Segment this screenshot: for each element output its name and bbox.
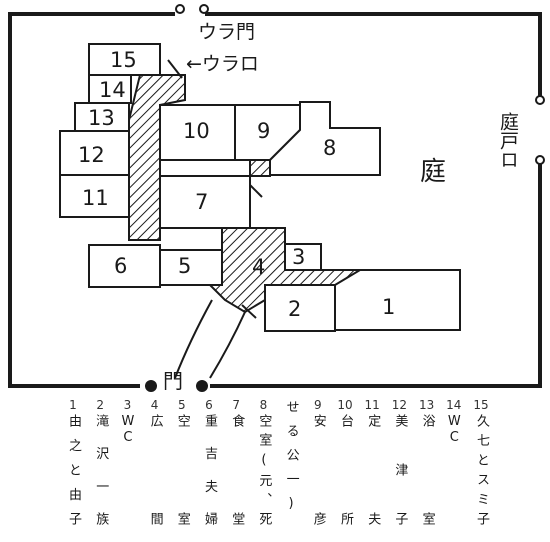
legend-room-name: 久七とスミ子: [474, 414, 489, 526]
legend-room-number: 10: [337, 398, 353, 412]
main-gate-label: 門: [163, 369, 183, 393]
garden-gate-post-top: [535, 95, 545, 105]
door-mark: [249, 184, 263, 198]
room-14-number: 14: [99, 78, 126, 102]
legend-entry: 4 広間: [144, 398, 166, 526]
legend-entry: せる公一): [280, 398, 302, 512]
room-10-number: 10: [183, 119, 210, 143]
room-7-number: 7: [195, 190, 208, 214]
room-1-number: 1: [382, 295, 395, 319]
outer-wall: [8, 12, 542, 388]
legend-entry: 5 空室: [171, 398, 193, 526]
legend-room-name: 空室(元、死: [256, 414, 272, 526]
gate-post-left: [145, 380, 157, 392]
legend-room-number: 1: [69, 398, 77, 412]
legend-room-name: 由之と由子: [66, 414, 81, 526]
legend-room-number: 13: [418, 398, 435, 412]
legend-room-name: 美津子: [392, 414, 408, 526]
garden-entrance-label: 庭戸ロ: [497, 112, 519, 169]
entrance-path-right: [209, 311, 246, 379]
room-5-number: 5: [178, 254, 191, 278]
room-6: [88, 244, 161, 288]
room-4-number: 4: [252, 255, 265, 279]
room-11: [59, 174, 130, 218]
room-14: [88, 74, 132, 104]
room-1: [334, 269, 461, 331]
room-8-number: 8: [323, 136, 336, 160]
room-8: [269, 101, 381, 176]
legend-room-number: 14: [446, 398, 462, 412]
garden-gate-post-bottom: [535, 155, 545, 165]
room-6-number: 6: [114, 254, 127, 278]
legend-entry: 8 空室(元、死: [252, 398, 274, 526]
gate-post-right: [196, 380, 208, 392]
legend-room-name: 安彦: [310, 414, 326, 526]
legend-room-name: 滝沢一族: [93, 414, 109, 526]
room-10: [159, 104, 236, 161]
legend-room-number: 3: [123, 398, 132, 412]
legend-entry: 6 重吉夫婦: [198, 398, 220, 526]
legend-room-name: 食堂: [229, 414, 245, 526]
back-gate-label: ウラ門: [198, 21, 255, 43]
legend-entry: 13 浴室: [416, 398, 438, 526]
legend-entry: 15 久七とスミ子: [470, 398, 492, 526]
legend-room-number: 15: [473, 398, 489, 412]
legend-room-name: WC: [446, 414, 462, 446]
room-5: [159, 249, 223, 286]
legend-room-name: せる公一): [283, 400, 299, 512]
legend-room-number: 5: [177, 398, 186, 412]
legend-room-number: 4: [150, 398, 159, 412]
legend-entry: 1 由之と由子: [62, 398, 84, 526]
legend-room-number: 11: [364, 398, 380, 412]
legend-entry: 9 安彦: [307, 398, 329, 526]
corridor-hatched-small: [249, 159, 271, 177]
legend-room-name: WC: [120, 414, 136, 446]
legend-room-number: 12: [391, 398, 408, 412]
legend-room-name: 重吉夫婦: [202, 414, 217, 526]
room-13: [74, 102, 130, 132]
room-7: [159, 175, 251, 229]
legend-entry: 11 定夫: [361, 398, 383, 526]
door-mark-2: [241, 304, 257, 319]
back-gate-post-right: [199, 4, 209, 14]
room-3: [284, 243, 322, 271]
legend-room-name: 浴室: [419, 414, 435, 526]
back-entrance-label: ←ウラロ: [186, 53, 259, 75]
entrance-path-left: [174, 299, 213, 379]
legend-room-name: 台所: [338, 414, 353, 526]
back-gate-post-left: [175, 4, 185, 14]
corridor-hatched: [128, 74, 186, 241]
floor-plan: 15 14 13 12 11 10 9 8 7 6 5 4 3 2 1 ウラ門 …: [8, 4, 545, 393]
room-3-number: 3: [292, 245, 305, 269]
legend-entry: 12 美津子: [388, 398, 410, 526]
room-2: [264, 284, 336, 332]
arrow-line: [167, 59, 183, 79]
room-13-number: 13: [88, 106, 115, 130]
legend-room-name: 定夫: [365, 414, 381, 526]
room-2-number: 2: [288, 297, 301, 321]
legend-room-name: 空室: [174, 414, 190, 526]
legend-room-name: 広間: [147, 414, 163, 526]
legend-room-number: 6: [205, 398, 213, 412]
room-11-number: 11: [82, 186, 109, 210]
room-12-number: 12: [78, 143, 105, 167]
legend-room-number: 2: [96, 398, 104, 412]
legend-entry: 2 滝沢一族: [89, 398, 111, 526]
legend-room-number: 8: [259, 398, 268, 412]
garden-label: 庭: [420, 157, 446, 187]
room-9-number: 9: [257, 119, 270, 143]
room-15-number: 15: [110, 48, 137, 72]
legend-entry: 10 台所: [334, 398, 356, 526]
legend-room-number: 7: [232, 398, 240, 412]
legend-room-number: 9: [313, 398, 322, 412]
legend-entry: 7 食堂: [225, 398, 247, 526]
